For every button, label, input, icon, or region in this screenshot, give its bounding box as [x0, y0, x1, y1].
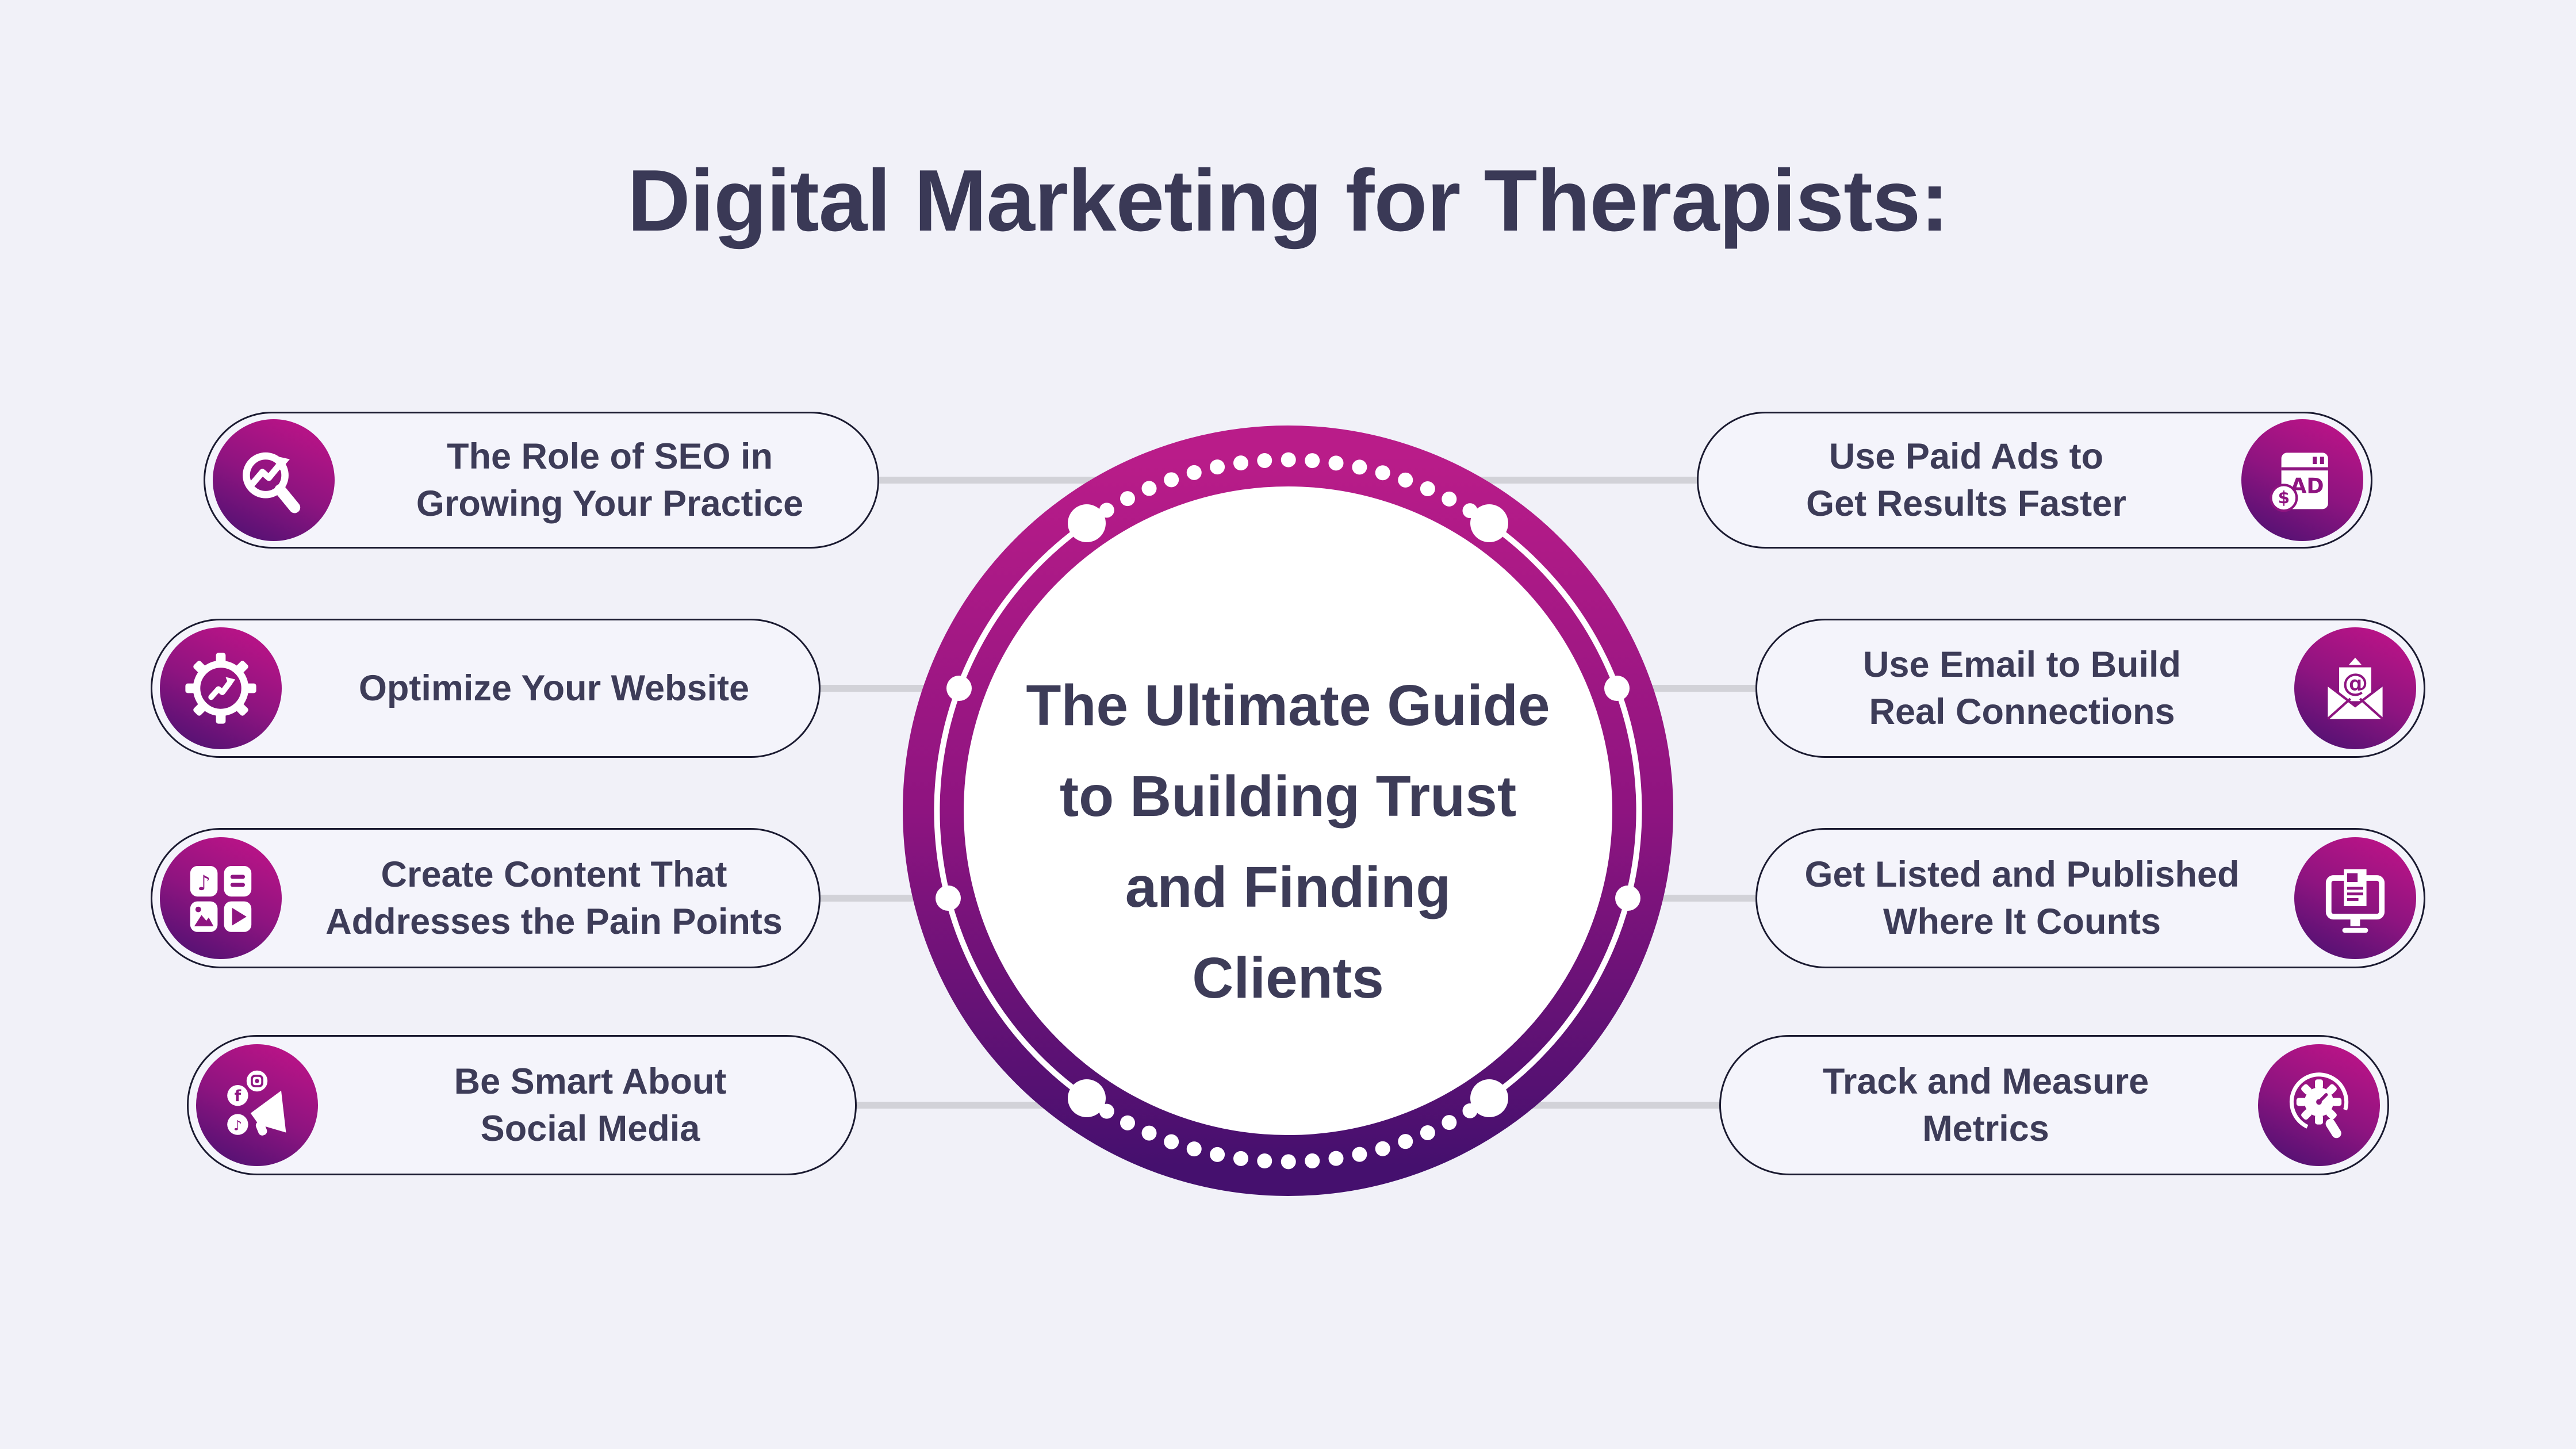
paid-ads-icon: AD $	[2241, 419, 2363, 541]
ring-dot	[1604, 676, 1630, 701]
item-label: Use Paid Ads to Get Results Faster	[1806, 436, 2126, 524]
center-line: The Ultimate Guide	[1026, 673, 1550, 738]
item-label: Get Listed and Published Where It Counts	[1804, 854, 2240, 942]
item-label: Use Email to Build Real Connections	[1862, 645, 2182, 732]
item-social-media: f ♪ Be Smart About Social Media	[187, 1035, 857, 1175]
center-line: Clients	[1192, 946, 1384, 1010]
svg-text:@: @	[2343, 668, 2368, 698]
connector-line	[1455, 477, 1702, 484]
svg-text:f: f	[235, 1087, 241, 1105]
item-label: The Role of SEO in Growing Your Practice	[416, 436, 804, 524]
ring-dot	[1470, 1079, 1508, 1117]
item-seo-role: The Role of SEO in Growing Your Practice	[204, 412, 879, 549]
svg-text:$: $	[2278, 488, 2290, 508]
ring-dot	[936, 885, 961, 911]
center-line: to Building Trust	[1059, 764, 1517, 829]
center-circle-title: The Ultimate Guide to Building Trust and…	[957, 660, 1619, 1023]
ring-dot	[1470, 504, 1508, 542]
ring-line-arc-right	[1488, 520, 1642, 1101]
ring-dotted-arc-top	[1079, 452, 1497, 531]
item-label: Create Content That Addresses the Pain P…	[325, 854, 783, 942]
email-icon: @	[2294, 627, 2416, 749]
ring-dot	[1068, 504, 1106, 542]
svg-text:♪: ♪	[197, 871, 210, 895]
metrics-gauge-icon	[2258, 1044, 2380, 1166]
item-label: Optimize Your Website	[358, 668, 750, 708]
svg-text:♪: ♪	[233, 1117, 242, 1133]
item-get-listed: Get Listed and Published Where It Counts	[1755, 828, 2425, 968]
item-track-metrics: Track and Measure Metrics	[1719, 1035, 2389, 1175]
seo-growth-icon	[213, 419, 335, 541]
center-line: and Finding	[1125, 855, 1451, 919]
page-title: Digital Marketing for Therapists:	[627, 152, 1949, 250]
item-label: Be Smart About Social Media	[454, 1061, 727, 1149]
publish-monitor-icon	[2294, 837, 2416, 959]
ring-dot	[1068, 1079, 1106, 1117]
content-blocks-icon: ♪	[160, 837, 282, 959]
ring-dot	[946, 676, 972, 701]
connector-line	[874, 477, 1121, 484]
optimize-gear-icon	[160, 627, 282, 749]
item-create-content: ♪ Create Content That Addresses the Pain…	[151, 828, 821, 968]
item-optimize-website: Optimize Your Website	[151, 619, 821, 758]
item-email: Use Email to Build Real Connections @	[1755, 619, 2425, 758]
ring-line-arc-left	[934, 520, 1088, 1101]
item-paid-ads: Use Paid Ads to Get Results Faster AD $	[1697, 412, 2372, 549]
ring-dot	[1615, 885, 1640, 911]
item-label: Track and Measure Metrics	[1822, 1061, 2149, 1149]
social-media-icon: f ♪	[196, 1044, 318, 1166]
ring-dotted-arc-bottom	[1079, 1091, 1497, 1170]
